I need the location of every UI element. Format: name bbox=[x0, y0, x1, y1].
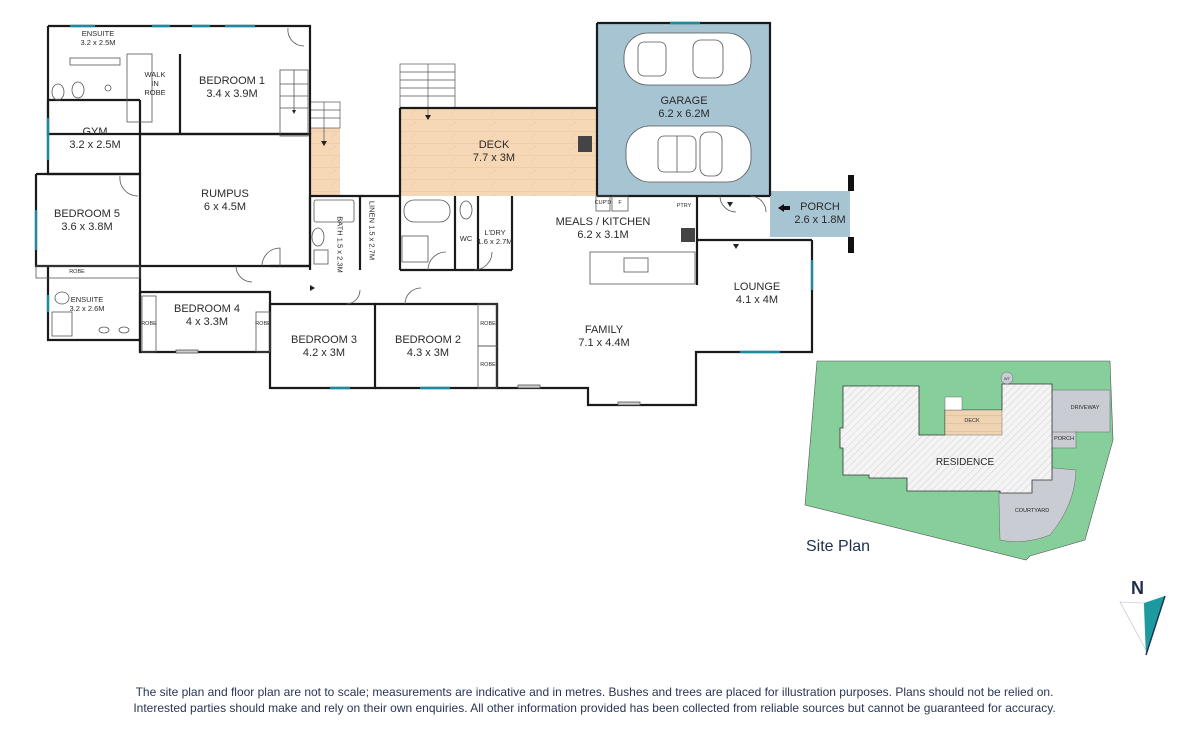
site-label-water-tank: WT bbox=[1003, 376, 1011, 381]
site-label-porch: PORCH bbox=[1054, 436, 1074, 442]
porch-area bbox=[770, 191, 850, 237]
robe-label: ROBE bbox=[69, 269, 85, 275]
room-label-linen: LINEN 1.5 x 2.7M bbox=[367, 200, 377, 261]
disclaimer-line-2: Interested parties should make and rely … bbox=[133, 701, 1056, 715]
robe-label: ROBE bbox=[141, 321, 157, 327]
disclaimer-line-1: The site plan and floor plan are not to … bbox=[135, 685, 1054, 699]
robe-label: ROBE bbox=[480, 362, 496, 368]
room-label-bath: BATH 1.5 x 2.3M bbox=[335, 216, 345, 273]
site-label-deck: DECK bbox=[964, 418, 980, 424]
site-plan bbox=[804, 360, 1114, 561]
water-tank-icon bbox=[1000, 371, 1014, 385]
deck-area bbox=[400, 108, 597, 196]
stove-icon bbox=[578, 136, 592, 152]
robe-label: ROBE bbox=[255, 321, 271, 327]
site-label-residence: RESIDENCE bbox=[935, 457, 995, 468]
room-label-wc: WC bbox=[459, 234, 473, 243]
north-compass-icon bbox=[1119, 595, 1166, 656]
cupboard-label: CUP'D bbox=[594, 200, 612, 206]
fridge-label: F bbox=[618, 200, 622, 206]
disclaimer: The site plan and floor plan are not to … bbox=[0, 684, 1189, 716]
site-plan-title: Site Plan bbox=[806, 538, 871, 555]
robe-label: ROBE bbox=[480, 321, 496, 327]
pantry-label: PTRY bbox=[676, 203, 692, 209]
site-label-courtyard: COURTYARD bbox=[1014, 508, 1050, 514]
site-label-driveway: DRIVEWAY bbox=[1070, 405, 1100, 411]
convertible-car-icon bbox=[625, 125, 752, 183]
compass-north-label: N bbox=[1131, 578, 1144, 598]
car-icon bbox=[623, 32, 752, 86]
room-label-walk-in-robe: WALK IN ROBE bbox=[144, 70, 166, 97]
stove-icon bbox=[681, 228, 695, 242]
